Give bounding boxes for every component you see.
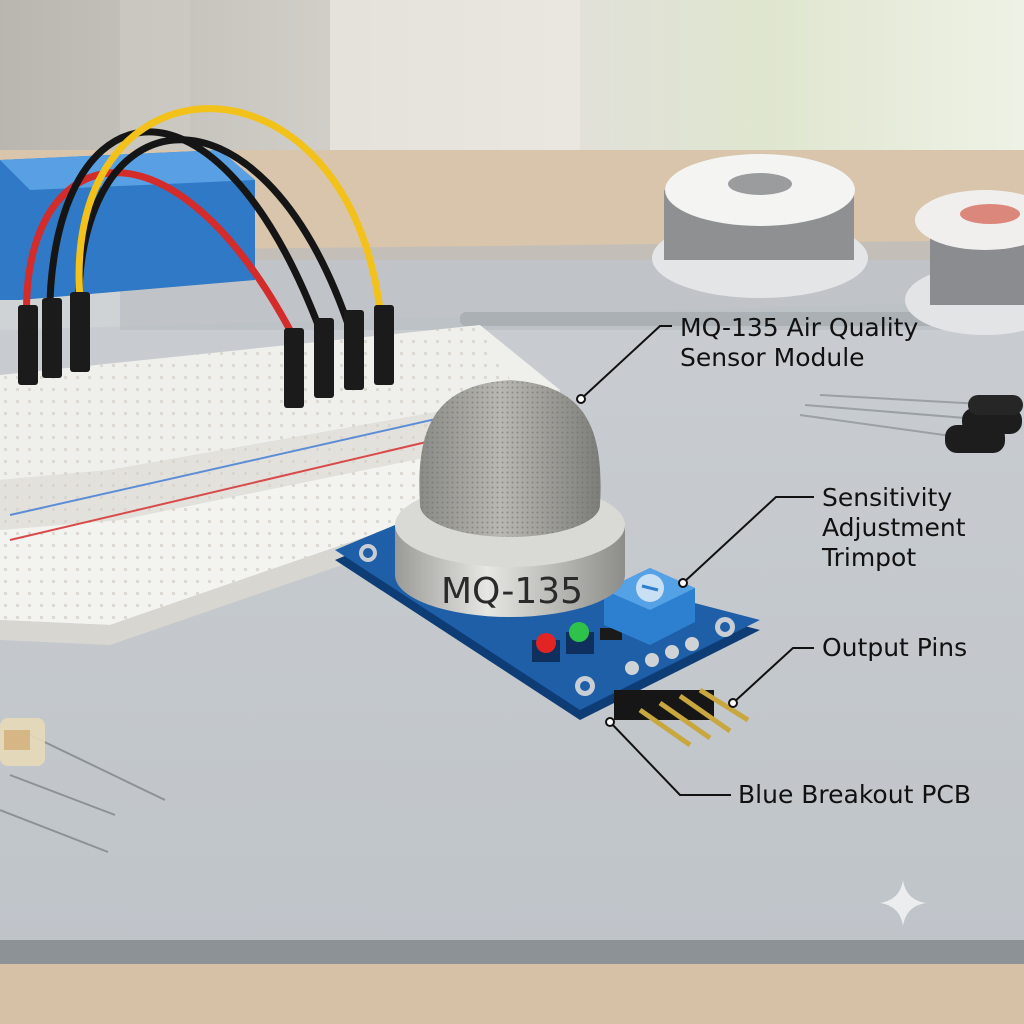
callout-pcb: Blue Breakout PCB — [738, 780, 972, 809]
sparkle-icon — [880, 880, 926, 926]
sensor-marking: MQ-135 — [441, 571, 583, 612]
callout-trimpot-line1: Sensitivity — [822, 483, 953, 512]
callout-sensor-module: MQ-135 Air Quality Sensor Module — [680, 313, 918, 373]
callout-trimpot-line3: Trimpot — [822, 543, 917, 572]
callout-lines — [580, 325, 814, 796]
callout-output-pins: Output Pins — [822, 633, 968, 662]
callout-trimpot-line2: Adjustment — [822, 513, 966, 542]
callout-sensor-line1: MQ-135 Air Quality — [680, 313, 919, 342]
callout-sensor-line2: Sensor Module — [680, 343, 865, 372]
callout-trimpot: Sensitivity Adjustment Trimpot — [822, 483, 966, 573]
